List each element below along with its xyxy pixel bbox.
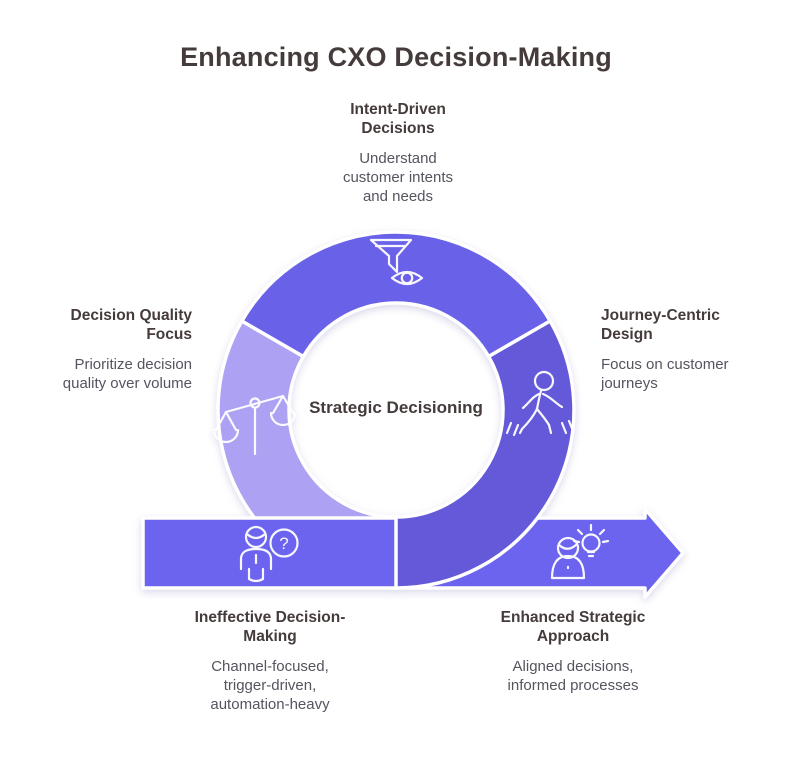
balance-scale-icon bbox=[212, 394, 297, 456]
node-decision-quality: Decision Quality Focus Prioritize decisi… bbox=[0, 306, 192, 393]
node-body: Prioritize decision quality over volume bbox=[62, 356, 192, 392]
node-journey-centric: Journey-Centric Design Focus on customer… bbox=[601, 306, 792, 393]
walking-person-icon bbox=[505, 370, 575, 437]
funnel-eye-icon bbox=[369, 238, 424, 286]
person-question-icon: ? bbox=[239, 525, 299, 583]
node-intent-driven: Intent-Driven Decisions Understand custo… bbox=[288, 100, 508, 206]
node-heading: Intent-Driven Decisions bbox=[350, 101, 446, 137]
node-heading: Enhanced Strategic Approach bbox=[500, 609, 646, 645]
node-enhanced-strategic: Enhanced Strategic Approach Aligned deci… bbox=[463, 608, 683, 695]
ring-segment-top bbox=[240, 230, 552, 359]
node-heading: Ineffective Decision- Making bbox=[194, 609, 346, 645]
node-heading: Decision Quality Focus bbox=[70, 307, 192, 343]
ring-segment-right bbox=[394, 319, 576, 590]
node-body: Understand customer intents and needs bbox=[342, 150, 454, 205]
node-body: Focus on customer journeys bbox=[601, 356, 729, 392]
page-title: Enhancing CXO Decision-Making bbox=[180, 42, 612, 72]
person-lightbulb-icon bbox=[550, 523, 610, 580]
node-ineffective-decision: Ineffective Decision- Making Channel-foc… bbox=[160, 608, 380, 714]
node-body: Aligned decisions, informed processes bbox=[507, 658, 639, 694]
question-mark-glyph: ? bbox=[279, 534, 288, 553]
node-body: Channel-focused, trigger-driven, automat… bbox=[210, 658, 330, 713]
node-heading: Journey-Centric Design bbox=[601, 307, 720, 343]
center-label: Strategic Decisioning bbox=[309, 398, 483, 417]
